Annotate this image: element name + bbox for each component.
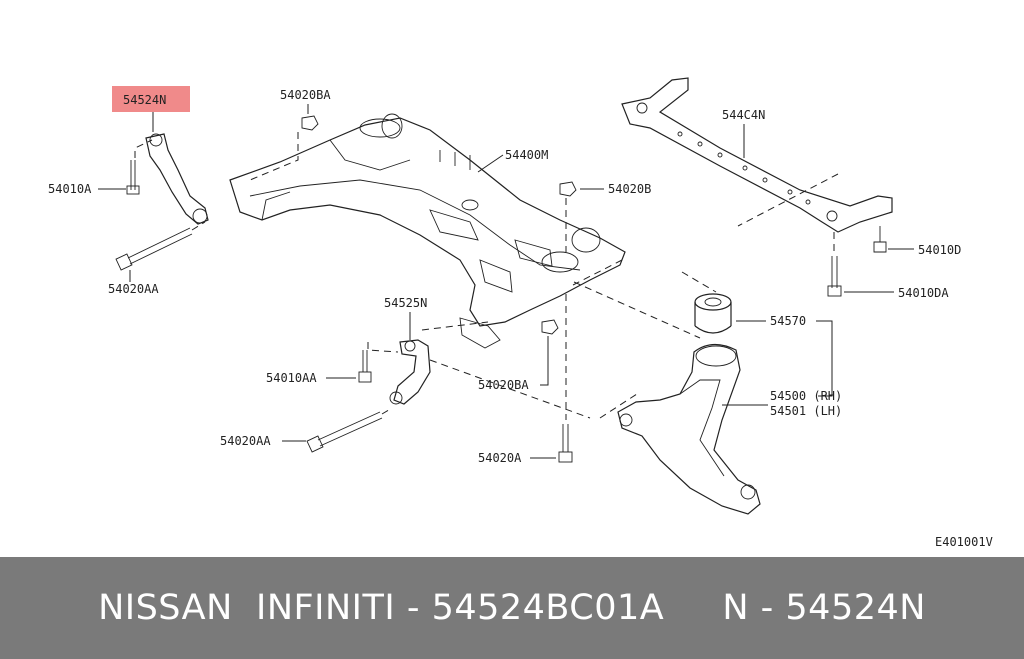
label-54400M[interactable]: 54400M [505, 148, 548, 162]
bolt-54020A [558, 294, 573, 463]
parts-diagram: 54524N 54010A 54020AA 54020BA [48, 77, 993, 549]
label-54524N[interactable]: 54524N [123, 93, 166, 107]
link-54525N [389, 339, 431, 405]
label-54010AA[interactable]: 54010AA [266, 371, 317, 385]
label-54010A[interactable]: 54010A [48, 182, 92, 196]
label-54020AA-bottom[interactable]: 54020AA [220, 434, 271, 448]
bolt-54020AA-top [115, 221, 206, 271]
label-54020AA-top[interactable]: 54020AA [108, 282, 159, 296]
label-54020BA-top[interactable]: 54020BA [280, 88, 331, 102]
label-54501[interactable]: 54501 (LH) [770, 404, 842, 418]
label-54010D[interactable]: 54010D [918, 243, 961, 257]
bolt-54020AA-bottom [306, 407, 393, 453]
subframe-54400M [229, 113, 626, 349]
bolt-54010DA [827, 232, 842, 297]
label-54020BA-mid[interactable]: 54020BA [478, 378, 529, 392]
link-54524N [145, 133, 209, 225]
lower-arm-54500 [599, 343, 761, 515]
part-number-caption: NISSAN INFINITI - 54524BC01A N - 54524N [98, 588, 926, 628]
label-54010DA[interactable]: 54010DA [898, 286, 949, 300]
bolt-54010A [126, 139, 153, 195]
label-54570[interactable]: 54570 [770, 314, 806, 328]
nut-54020BA-top [249, 115, 319, 181]
bolt-54010AA [358, 350, 372, 383]
bushing-54570 [681, 271, 732, 334]
label-54020B[interactable]: 54020B [608, 182, 651, 196]
footer-banner: NISSAN INFINITI - 54524BC01A N - 54524N [0, 557, 1024, 659]
label-54500[interactable]: 54500 (RH) [770, 389, 842, 403]
label-544C4N[interactable]: 544C4N [722, 108, 765, 122]
diagram-code: E401001V [935, 535, 993, 549]
highlight-box [112, 86, 190, 112]
bolt-54010D [873, 226, 887, 253]
label-54020A[interactable]: 54020A [478, 451, 522, 465]
stiffener-544C4N [621, 77, 893, 233]
label-54525N[interactable]: 54525N [384, 296, 427, 310]
nut-54020BA-mid [541, 319, 559, 335]
nut-54020B [559, 181, 577, 252]
